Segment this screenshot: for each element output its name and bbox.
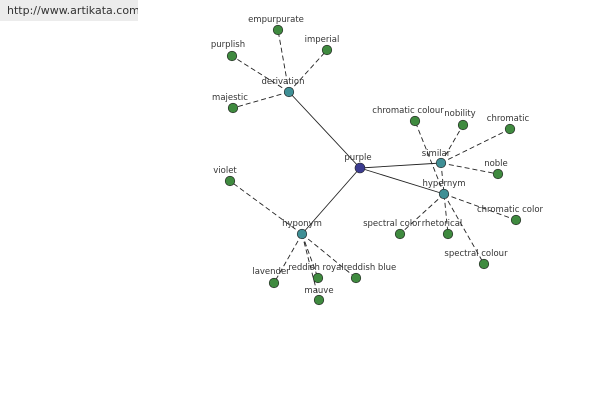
- leaf-node-chromatic-colour[interactable]: chromatic colour: [372, 106, 444, 127]
- edge-center-similar: [359, 162, 442, 169]
- leaf-node-circle[interactable]: [321, 44, 333, 56]
- leaf-node-circle[interactable]: [312, 272, 324, 284]
- hub-node-derivation[interactable]: derivation: [261, 77, 305, 98]
- edge-derivation-purplish: [231, 55, 290, 93]
- edge-center-hypernym: [359, 167, 445, 195]
- leaf-node-label[interactable]: chromatic colour: [372, 106, 444, 116]
- leaf-node-label[interactable]: imperial: [305, 35, 340, 45]
- leaf-node-chromatic[interactable]: chromatic: [487, 114, 530, 135]
- leaf-node-circle[interactable]: [268, 277, 280, 289]
- leaf-node-circle[interactable]: [478, 258, 490, 270]
- source-url-banner[interactable]: http://www.artikata.com: [0, 0, 138, 21]
- leaf-node-reddish-blue[interactable]: reddish blue: [344, 263, 397, 284]
- edge-derivation-empurpurate: [277, 29, 290, 93]
- leaf-node-label[interactable]: mauve: [304, 286, 333, 296]
- edge-hyponym-reddish-blue: [301, 233, 357, 279]
- hub-node-circle[interactable]: [283, 86, 295, 98]
- leaf-node-label[interactable]: lavender: [252, 267, 290, 277]
- edge-similar-chromatic: [440, 128, 511, 164]
- leaf-node-label[interactable]: empurpurate: [248, 15, 304, 25]
- hub-node-circle[interactable]: [435, 157, 447, 169]
- hub-node-hypernym[interactable]: hypernym: [422, 179, 466, 200]
- leaf-node-label[interactable]: purplish: [211, 40, 245, 50]
- edge-similar-nobility: [440, 124, 464, 164]
- edge-hypernym-chromatic-color: [443, 193, 517, 221]
- center-node-purple[interactable]: purple: [344, 153, 372, 174]
- leaf-node-mauve[interactable]: mauve: [304, 286, 334, 306]
- leaf-node-label[interactable]: chromatic color: [477, 205, 544, 215]
- node-layer: empurpurate purplish imperial majestic chrom…: [211, 15, 544, 306]
- leaf-node-label[interactable]: chromatic: [487, 114, 530, 124]
- leaf-node-circle[interactable]: [313, 294, 325, 306]
- leaf-node-circle[interactable]: [226, 50, 238, 62]
- leaf-node-label[interactable]: spectral colour: [444, 249, 508, 259]
- leaf-node-purplish[interactable]: purplish: [211, 40, 245, 62]
- leaf-node-label[interactable]: reddish royal: [288, 263, 343, 273]
- leaf-node-imperial[interactable]: imperial: [305, 35, 340, 56]
- leaf-node-circle[interactable]: [492, 168, 504, 180]
- edge-center-hyponym: [301, 167, 361, 235]
- leaf-node-label[interactable]: violet: [213, 166, 237, 176]
- leaf-node-rhetorical[interactable]: rhetorical: [422, 219, 463, 240]
- leaf-node-label[interactable]: nobility: [444, 109, 475, 119]
- center-node-label[interactable]: purple: [344, 153, 371, 163]
- edge-hypernym-spectral-color: [399, 193, 445, 235]
- leaf-node-violet[interactable]: violet: [213, 166, 237, 187]
- hub-node-circle[interactable]: [438, 188, 450, 200]
- leaf-node-circle[interactable]: [272, 24, 284, 36]
- hub-node-similar[interactable]: similar: [422, 149, 451, 169]
- hub-node-circle[interactable]: [296, 228, 308, 240]
- leaf-node-circle[interactable]: [409, 115, 421, 127]
- edge-derivation-imperial: [288, 49, 328, 93]
- leaf-node-spectral-colour[interactable]: spectral colour: [444, 249, 508, 270]
- edge-derivation-majestic: [232, 91, 290, 109]
- leaf-node-nobility[interactable]: nobility: [444, 109, 476, 131]
- leaf-node-label[interactable]: majestic: [212, 93, 248, 103]
- edge-center-derivation: [288, 91, 361, 169]
- edge-hyponym-mauve: [301, 233, 320, 301]
- leaf-node-circle[interactable]: [224, 175, 236, 187]
- leaf-node-empurpurate[interactable]: empurpurate: [248, 15, 304, 36]
- hub-node-label[interactable]: similar: [422, 149, 451, 159]
- leaf-node-circle[interactable]: [442, 228, 454, 240]
- leaf-node-circle[interactable]: [504, 123, 516, 135]
- leaf-node-circle[interactable]: [457, 119, 469, 131]
- leaf-node-circle[interactable]: [350, 272, 362, 284]
- leaf-node-label[interactable]: rhetorical: [422, 219, 463, 229]
- leaf-node-spectral-color[interactable]: spectral color: [363, 219, 421, 240]
- edge-similar-noble: [440, 162, 499, 175]
- leaf-node-noble[interactable]: noble: [484, 159, 508, 180]
- center-node-circle[interactable]: [354, 162, 366, 174]
- hub-node-hyponym[interactable]: hyponym: [282, 219, 322, 240]
- edge-hyponym-violet: [229, 180, 303, 235]
- leaf-node-majestic[interactable]: majestic: [212, 93, 248, 114]
- leaf-node-reddish-royal[interactable]: reddish royal: [288, 263, 344, 284]
- hub-node-label[interactable]: hyponym: [282, 219, 322, 229]
- edge-hypernym-chromatic-colour: [414, 120, 445, 195]
- leaf-node-circle[interactable]: [510, 214, 522, 226]
- hub-node-label[interactable]: derivation: [261, 77, 304, 87]
- leaf-node-lavender[interactable]: lavender: [252, 267, 290, 289]
- hub-node-label[interactable]: hypernym: [422, 179, 465, 189]
- leaf-node-circle[interactable]: [227, 102, 239, 114]
- edge-hyponym-lavender: [273, 233, 303, 284]
- leaf-node-chromatic-color[interactable]: chromatic color: [477, 205, 544, 226]
- edge-layer: [229, 29, 517, 301]
- leaf-node-label[interactable]: reddish blue: [344, 263, 397, 273]
- leaf-node-circle[interactable]: [394, 228, 406, 240]
- leaf-node-label[interactable]: noble: [484, 159, 508, 169]
- leaf-node-label[interactable]: spectral color: [363, 219, 421, 229]
- edge-hypernym-spectral-colour: [443, 193, 485, 265]
